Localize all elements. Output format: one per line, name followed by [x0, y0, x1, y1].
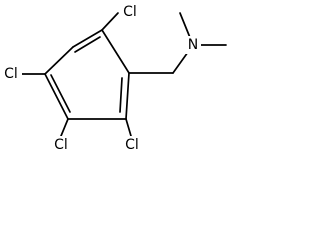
cl-left-bg	[0, 65, 22, 83]
ring-bond-c2-c3	[44, 46, 74, 75]
ring-bond-c3-c4	[44, 73, 69, 120]
bond-c1-cl-top	[101, 12, 119, 31]
ring-double-bond-inner-3	[119, 77, 123, 113]
structure-canvas: Cl Cl Cl Cl N	[0, 0, 237, 156]
molecule-diagram: Cl Cl Cl Cl N	[0, 3, 227, 154]
bond-c4-cl-bottom-left	[60, 118, 69, 137]
ring-bond-c1-c2	[72, 29, 103, 48]
ring-double-bond-inner-1	[74, 36, 101, 53]
nitrogen-bg	[185, 36, 201, 54]
cl-bottom-right-label: Cl	[125, 137, 139, 153]
ring-double-bond-inner-2	[50, 74, 71, 113]
ring-bond-c5-c6	[125, 72, 130, 120]
cl-top-bg	[119, 3, 141, 21]
cl-left-label: Cl	[4, 66, 18, 82]
cl-bottom-left-bg	[50, 136, 72, 154]
bond-c5-cl-bottom-right	[125, 118, 132, 137]
cl-bottom-left-label: Cl	[54, 137, 68, 153]
cl-bottom-right-bg	[121, 136, 143, 154]
nitrogen-label: N	[188, 37, 198, 53]
ring-bond-c6-c1	[101, 29, 130, 74]
cl-top-label: Cl	[123, 4, 137, 20]
